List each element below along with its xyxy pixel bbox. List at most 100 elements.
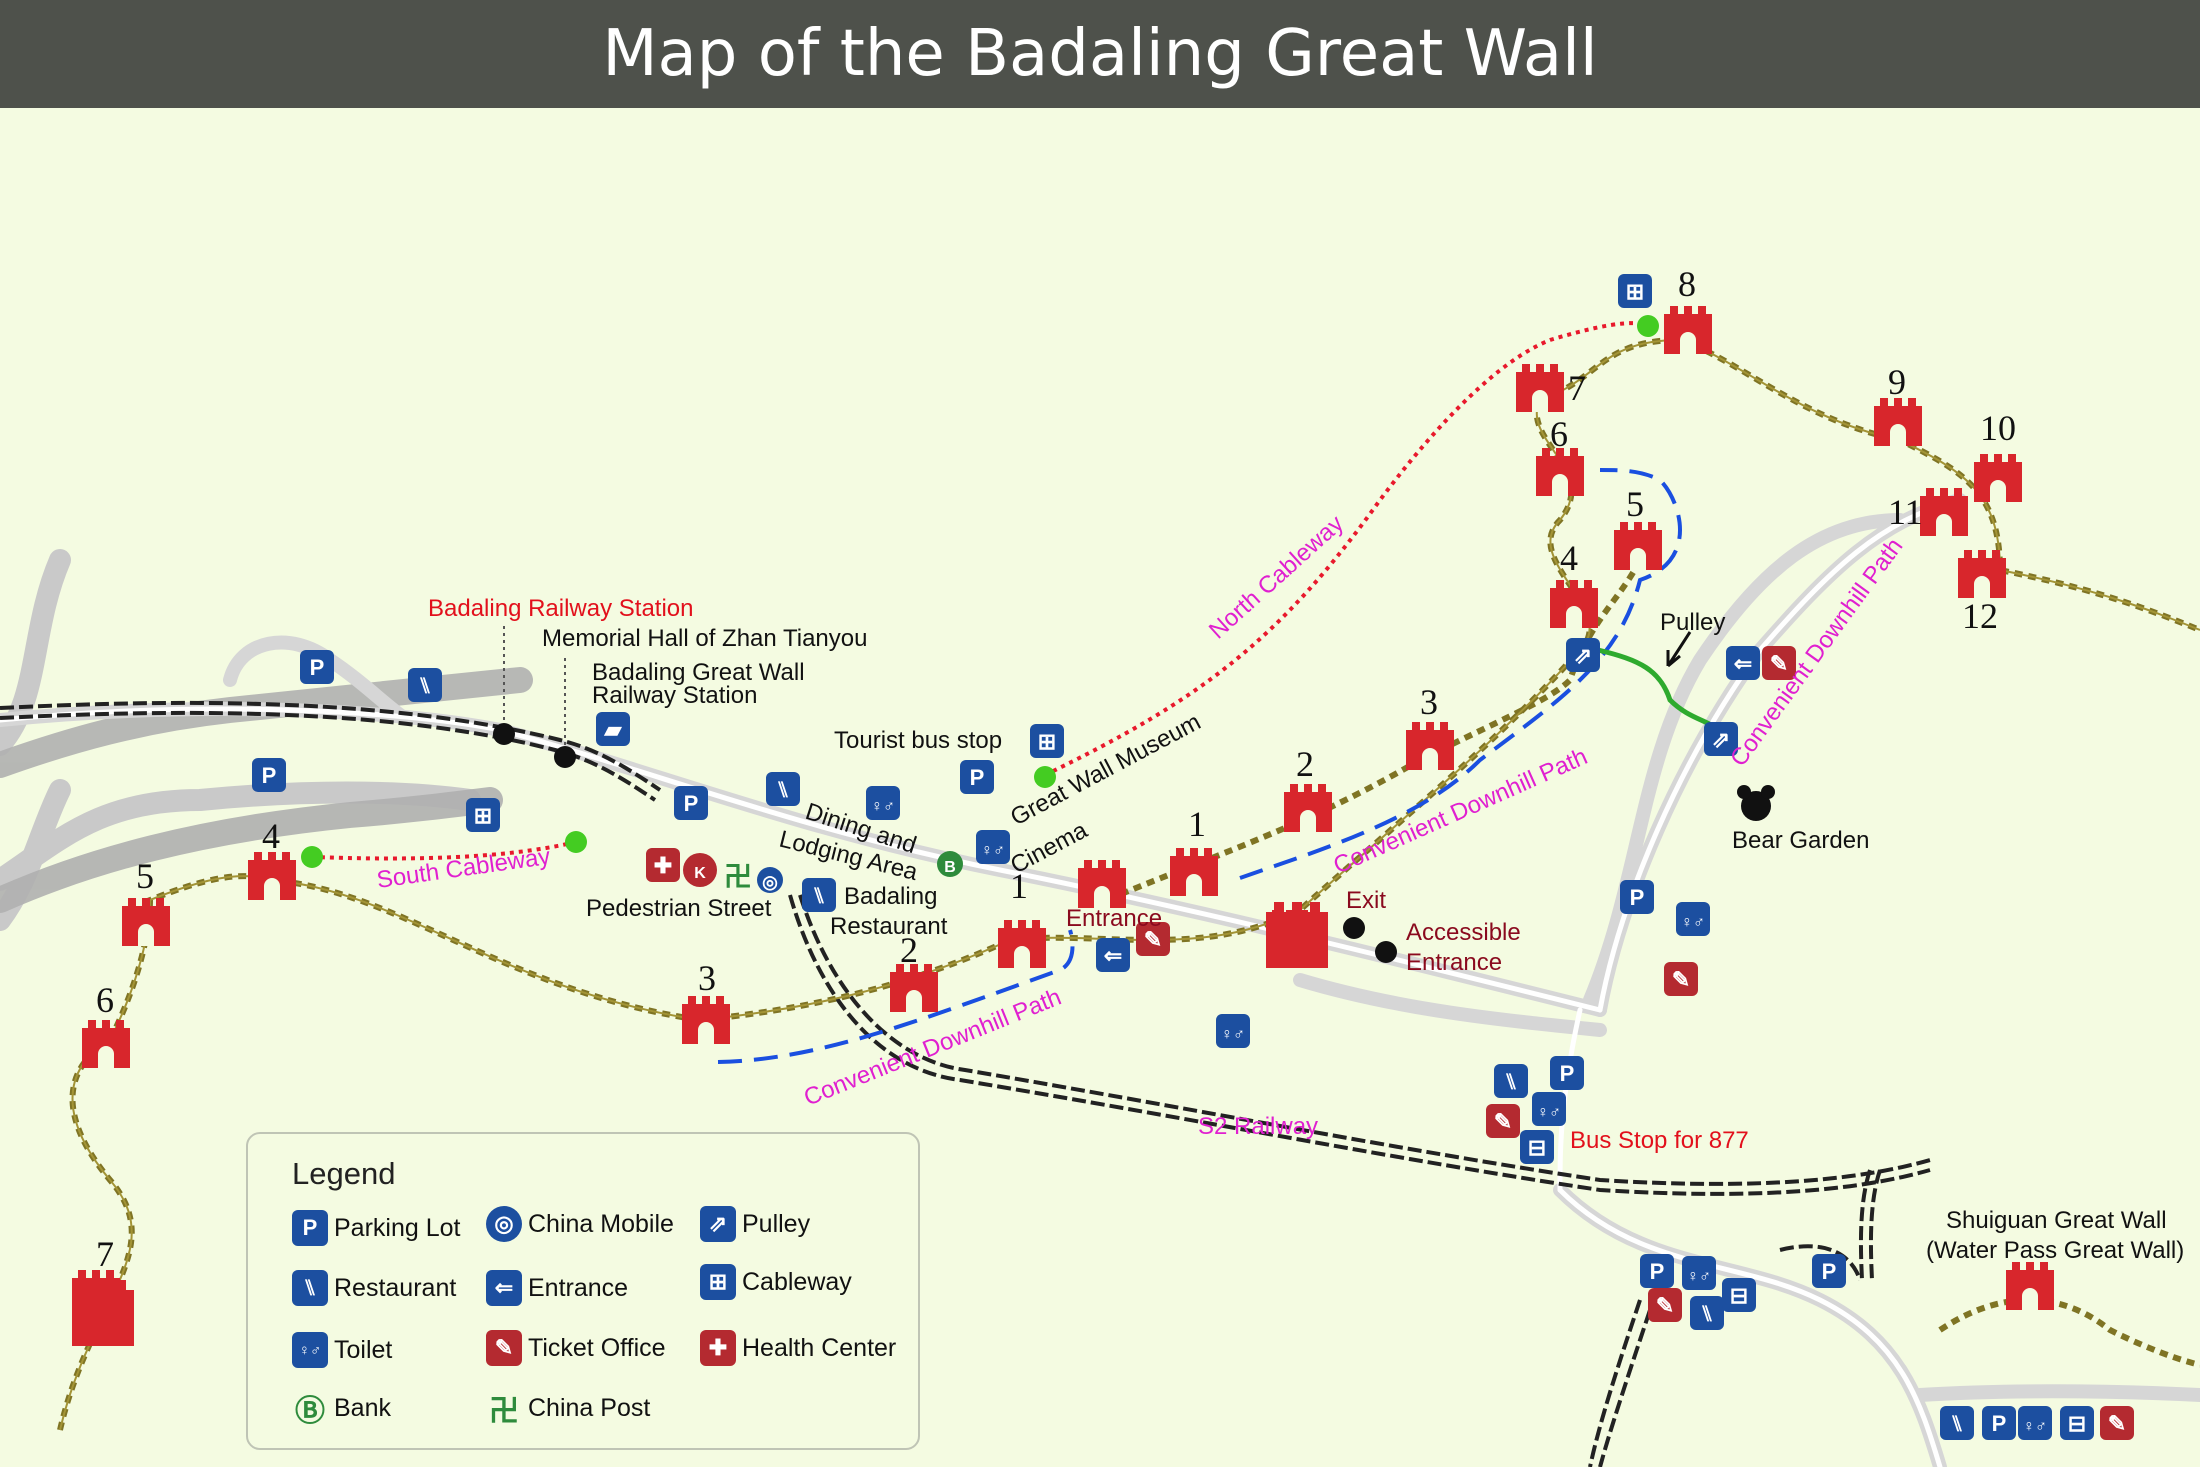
railways	[0, 700, 1931, 1467]
ticket-office-icon: ✎	[1664, 962, 1698, 996]
downhill-paths	[717, 468, 1682, 1064]
svg-text:♀♂: ♀♂	[1537, 1104, 1561, 1121]
legend-item-ticket-office: ✎ Ticket Office	[486, 1330, 666, 1366]
parking-icon: P	[1640, 1254, 1674, 1288]
svg-text:P: P	[1650, 1259, 1665, 1284]
svg-text:K: K	[694, 865, 706, 882]
memorial-hall-label: Memorial Hall of Zhan Tianyou	[542, 625, 867, 652]
parking-icon: P	[960, 760, 994, 794]
south-tower-4: 4	[262, 816, 280, 856]
n-tower-2: 2	[1296, 744, 1314, 784]
parking-icon: P	[1550, 1056, 1584, 1090]
svg-text:P: P	[1992, 1411, 2007, 1436]
svg-text:⑊: ⑊	[1504, 1069, 1517, 1094]
svg-text:⊞: ⊞	[1038, 729, 1056, 754]
parking-icon: P	[1812, 1254, 1846, 1288]
accessible-label-2: Entrance	[1406, 949, 1502, 976]
svg-text:⊞: ⊞	[1626, 279, 1644, 304]
parking-icon: P	[674, 786, 708, 820]
poi-dots	[493, 723, 1397, 963]
china-mobile-icon: ◎	[486, 1206, 522, 1242]
toilet-icon: ♀♂	[2018, 1406, 2052, 1440]
svg-text:⊟: ⊟	[1730, 1283, 1748, 1308]
legend-label: Entrance	[528, 1273, 629, 1302]
wall-crenellation-overlay	[59, 338, 2200, 1431]
toilet-icon: ♀♂	[866, 786, 900, 820]
pulley-arrow	[1666, 631, 1692, 668]
badaling-restaurant-label-2: Restaurant	[830, 913, 948, 940]
restaurant-icon: ⑊	[766, 772, 800, 806]
pulley-icon: ⇗	[1566, 638, 1600, 672]
cableway-icon: ⊞	[1618, 274, 1652, 308]
legend-label: Cableway	[742, 1267, 852, 1296]
n-tower-3: 3	[1420, 682, 1438, 722]
s-tower-1: 1	[1010, 866, 1028, 906]
svg-text:⊟: ⊟	[2068, 1411, 2086, 1436]
south-tower-6: 6	[96, 980, 114, 1020]
n-tower-5: 5	[1626, 484, 1644, 524]
bank-icon: Ⓑ	[295, 1395, 325, 1428]
legend-label: China Post	[528, 1393, 651, 1422]
legend-label: Parking Lot	[334, 1213, 461, 1242]
restaurant-icon: ⑊	[1940, 1406, 1974, 1440]
legend-item-parking: P Parking Lot	[292, 1210, 460, 1246]
n-tower-8: 8	[1678, 264, 1696, 304]
badaling-railway-station-label: Badaling Railway Station	[428, 595, 694, 622]
pulley-label: Pulley	[1660, 609, 1725, 636]
svg-text:P: P	[1560, 1061, 1575, 1086]
svg-text:✎: ✎	[2108, 1411, 2126, 1436]
tower-numbers: 4 5 6 7 1 2 3 1 2 3 4 5 6 7 8 9 10 11 12	[96, 264, 2016, 1274]
restaurant-icon: ⑊	[802, 878, 836, 912]
svg-text:♀♂: ♀♂	[2023, 1418, 2047, 1435]
accessible-label-1: Accessible	[1406, 919, 1521, 946]
entrance-label: Entrance	[1066, 905, 1162, 932]
legend-title: Legend	[292, 1156, 396, 1191]
restaurant-icon: ⑊	[1494, 1064, 1528, 1098]
svg-text:♀♂: ♀♂	[1221, 1026, 1245, 1043]
svg-text:▰: ▰	[604, 717, 623, 742]
svg-text:⇐: ⇐	[1104, 943, 1122, 968]
entrance-icon: ⇐	[1096, 938, 1130, 972]
gw-station-label-1: Badaling Great Wall	[592, 659, 805, 686]
legend-item-china-mobile: ◎ China Mobile	[486, 1206, 674, 1242]
car-icon: ⊟	[1520, 1130, 1554, 1164]
parking-icon: P	[1620, 880, 1654, 914]
map-icons[interactable]: P P P P P P P P P ⑊ ⑊ ⑊ ⑊ ⑊ ⑊ ♀♂ ♀♂ ♀♂ ♀…	[252, 274, 2134, 1440]
south-cableway-label: South Cableway	[375, 843, 552, 894]
pulley-icon: ⇗	[1704, 722, 1738, 756]
svg-text:✎: ✎	[1494, 1109, 1512, 1134]
entrance-icon: ⇐	[1726, 646, 1760, 680]
svg-text:P: P	[1822, 1259, 1837, 1284]
health-center-icon: ✚	[700, 1330, 736, 1366]
large-towers	[72, 902, 1328, 1346]
legend-item-restaurant: ⑊ Restaurant	[292, 1270, 456, 1306]
shuiguan-label-2: (Water Pass Great Wall)	[1926, 1237, 2184, 1264]
svg-text:♀♂: ♀♂	[871, 798, 895, 815]
ticket-office-icon: ✎	[1486, 1104, 1520, 1138]
n-tower-6: 6	[1550, 414, 1568, 454]
legend-label: Bank	[334, 1393, 391, 1422]
ticket-office-icon: ✎	[1136, 922, 1170, 956]
svg-text:✎: ✎	[1770, 651, 1788, 676]
kfc-icon: K	[683, 853, 717, 887]
south-tower-7: 7	[96, 1234, 114, 1274]
convenient-path-label-north: Convenient Downhill Path	[1329, 743, 1591, 879]
toilet-icon: ♀♂	[976, 830, 1010, 864]
health-center-icon: ✚	[646, 848, 680, 882]
toilet-icon: ♀♂	[1676, 902, 1710, 936]
legend-item-toilet: ♀♂ Toilet	[292, 1332, 392, 1368]
restaurant-icon: ⑊	[292, 1270, 328, 1306]
shuiguan-label-1: Shuiguan Great Wall	[1946, 1207, 2167, 1234]
svg-text:✎: ✎	[1672, 967, 1690, 992]
s-tower-2: 2	[900, 930, 918, 970]
legend-item-cableway: ⊞ Cableway	[700, 1264, 852, 1300]
gw-station-label-2: Railway Station	[592, 682, 757, 709]
ticket-office-icon: ✎	[1648, 1288, 1682, 1322]
svg-text:⑊: ⑊	[1700, 1301, 1713, 1326]
toilet-icon: ♀♂	[1682, 1256, 1716, 1290]
title-bar: Map of the Badaling Great Wall	[0, 0, 2200, 108]
map-title: Map of the Badaling Great Wall	[602, 17, 1598, 91]
south-tower-5: 5	[136, 856, 154, 896]
pulley-icon: ⇗	[700, 1206, 736, 1242]
